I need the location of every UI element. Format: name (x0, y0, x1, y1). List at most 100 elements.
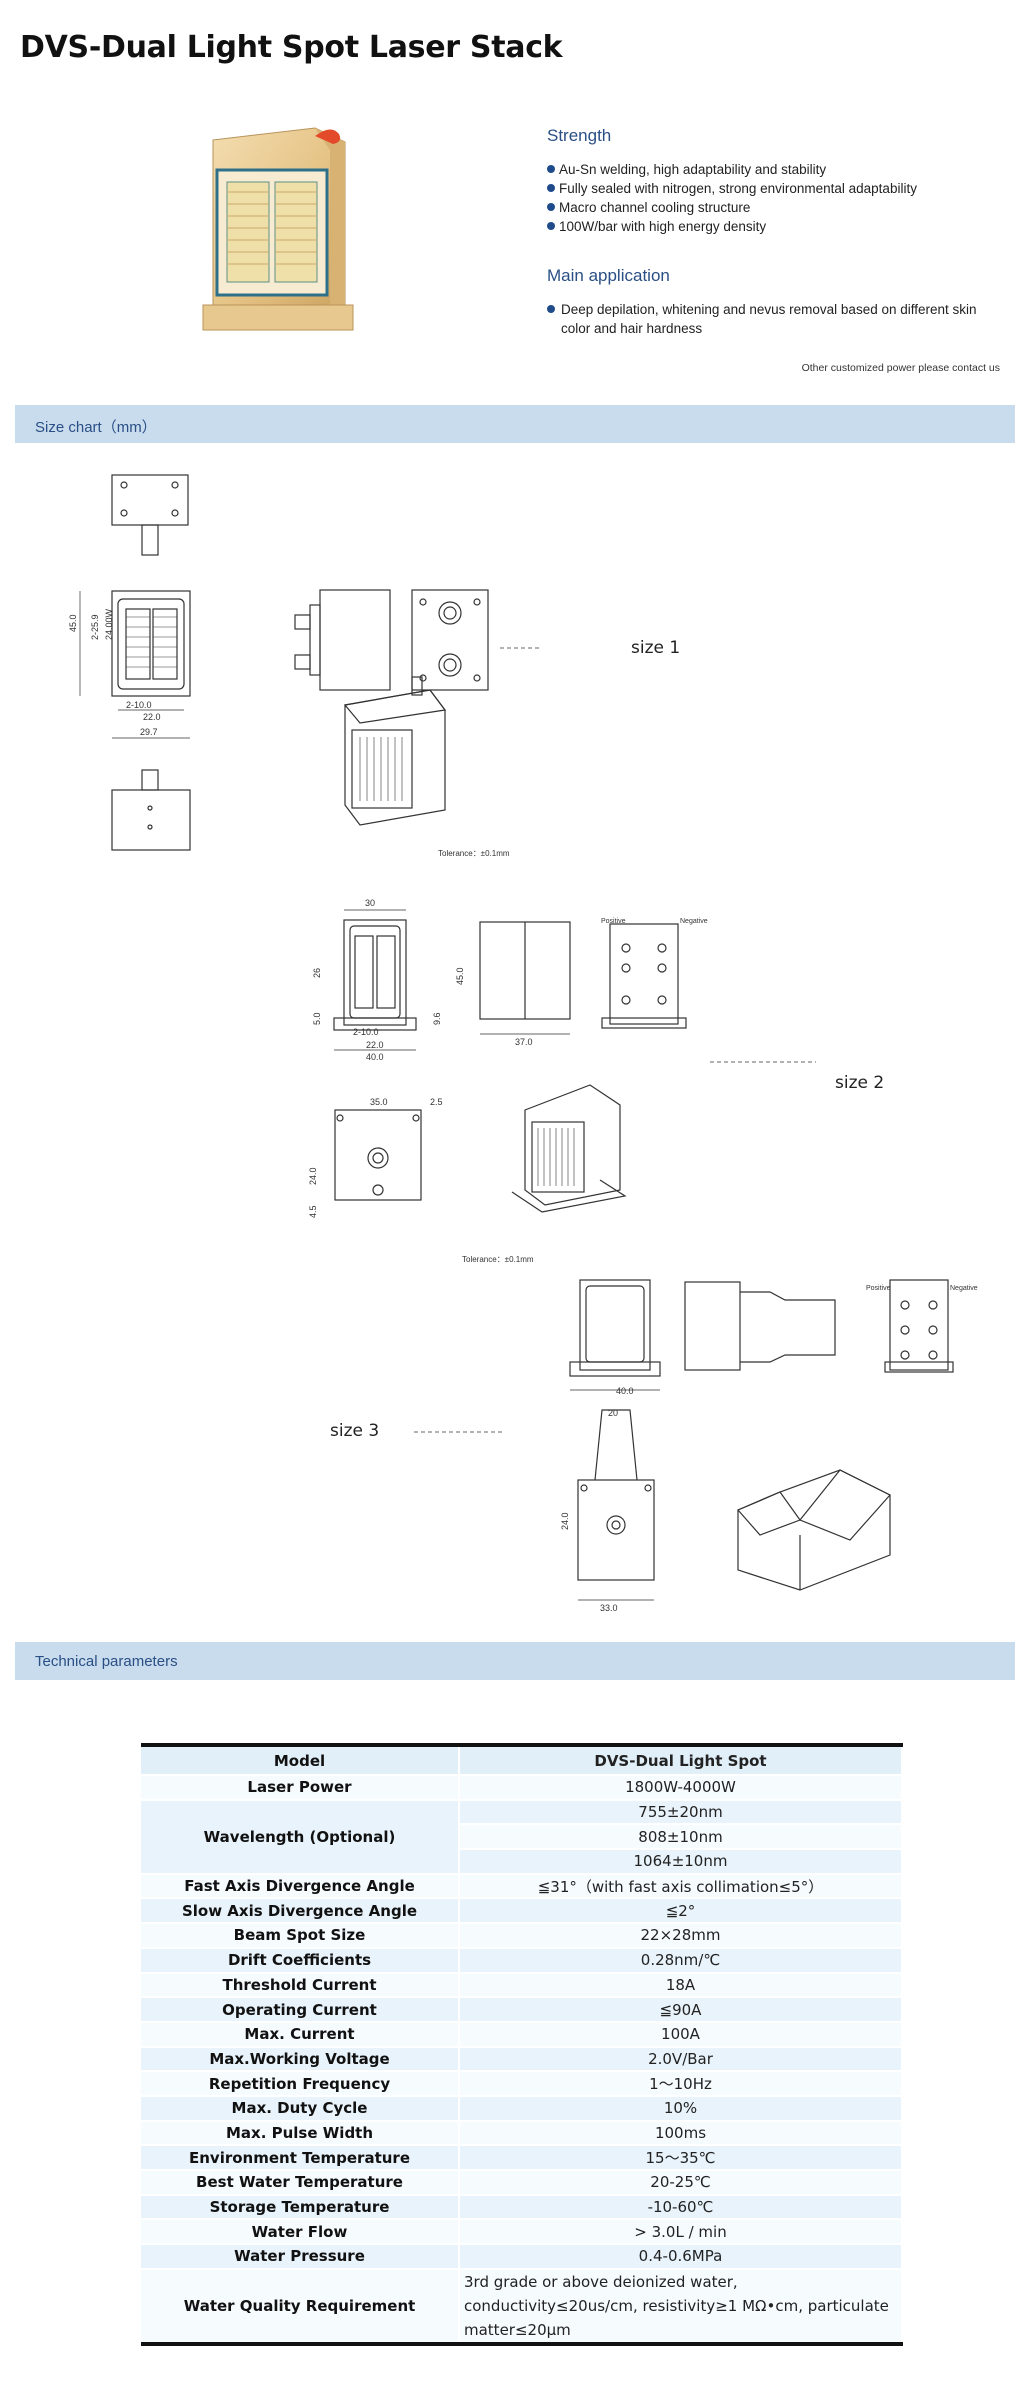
row-value: 22×28mm (459, 1923, 903, 1949)
dim-label: 20 (608, 1408, 619, 1418)
row-label: Beam Spot Size (141, 1923, 460, 1949)
tolerance-note: Tolerance：±0.1mm (462, 1255, 534, 1264)
row-value: 0.4-0.6MPa (459, 2244, 903, 2270)
table-row: Operating Current≦90A (141, 1997, 903, 2023)
header-label: Model (141, 1745, 460, 1776)
row-label: Water Flow (141, 2219, 460, 2246)
row-value: 755±20nm (459, 1799, 903, 1826)
dim-label: 40.0 (616, 1386, 634, 1396)
row-value: 18A (459, 1972, 903, 1999)
row-value: 10% (459, 2095, 903, 2122)
size-chart-heading: Size chart（mm） (35, 419, 157, 436)
row-value: 100ms (459, 2120, 903, 2147)
strength-item: 100W/bar with high energy density (547, 217, 766, 236)
size2-label: size 2 (835, 1073, 885, 1093)
strength-item: Macro channel cooling structure (547, 198, 750, 217)
row-label: Water Pressure (141, 2244, 460, 2270)
dim-label: 40.0 (366, 1052, 384, 1062)
dim-label: 30 (365, 898, 376, 908)
row-label: Operating Current (141, 1997, 460, 2023)
row-value: ≦31°（with fast axis collimation≤5°） (459, 1873, 903, 1900)
bullet-icon (547, 305, 555, 313)
table-row: Wavelength (Optional)755±20nm (141, 1799, 903, 1875)
dim-label: 24.0 (560, 1512, 570, 1530)
row-label: Max. Current (141, 2021, 460, 2048)
row-value: 15～35℃ (459, 2145, 903, 2171)
table-row: Water Flow> 3.0L / min (141, 2219, 903, 2246)
strength-item: Au-Sn welding, high adaptability and sta… (547, 160, 826, 179)
technical-heading: Technical parameters (35, 1653, 178, 1670)
bullet-icon (547, 222, 555, 230)
size-chart-band: Size chart（mm） (15, 405, 1015, 443)
dim-label: 2-10.0 (126, 700, 152, 710)
row-label: Laser Power (141, 1775, 460, 1801)
bullet-icon (547, 184, 555, 192)
row-value: ≦2° (459, 1898, 903, 1925)
row-label: Slow Axis Divergence Angle (141, 1898, 460, 1925)
dim-label: 26 (312, 967, 322, 978)
dim-label: 22.0 (143, 712, 161, 722)
row-value: 1064±10nm (459, 1849, 903, 1875)
row-label: Environment Temperature (141, 2145, 460, 2171)
application-heading: Main application (547, 266, 670, 285)
size1-label: size 1 (631, 638, 681, 658)
bullet-icon (547, 165, 555, 173)
row-label: Storage Temperature (141, 2194, 460, 2221)
strength-heading: Strength (547, 126, 612, 145)
row-label: Drift Coefficients (141, 1947, 460, 1974)
row-value: > 3.0L / min (459, 2219, 903, 2246)
dim-label: 24.00W (104, 608, 114, 640)
row-label: Wavelength (Optional) (141, 1799, 460, 1875)
negative-label: Negative (680, 918, 708, 925)
dim-label: 29.7 (140, 727, 158, 737)
table-row: 1064±10nm (141, 1849, 903, 1875)
row-value: 0.28nm/℃ (459, 1947, 903, 1974)
custom-power-note: Other customized power please contact us (801, 362, 1000, 374)
positive-label: Positive (866, 1285, 891, 1292)
technical-band: Technical parameters (15, 1642, 1015, 1680)
row-value: 1～10Hz (459, 2071, 903, 2097)
header-value: DVS-Dual Light Spot (459, 1745, 903, 1776)
dim-label: 45.0 (68, 614, 78, 632)
table-row: 808±10nm (141, 1824, 903, 1851)
table-row: Slow Axis Divergence Angle≦2° (141, 1898, 903, 1925)
application-item: Deep depilation, whitening and nevus rem… (547, 300, 977, 338)
row-value: -10-60℃ (459, 2194, 903, 2221)
dim-label: 37.0 (515, 1037, 533, 1047)
row-label: Max.Working Voltage (141, 2046, 460, 2073)
row-value: ≦90A (459, 1997, 903, 2023)
dim-label: 2.5 (430, 1097, 443, 1107)
row-label: Best Water Temperature (141, 2170, 460, 2196)
positive-label: Positive (601, 918, 626, 925)
page-title: DVS-Dual Light Spot Laser Stack (20, 30, 563, 65)
tolerance-note: Tolerance：±0.1mm (438, 849, 510, 858)
row-label: Max. Duty Cycle (141, 2095, 460, 2122)
size2-drawing (333, 909, 816, 1213)
dim-label: 2-10.0 (353, 1027, 379, 1037)
table-row: Storage Temperature-10-60℃ (141, 2194, 903, 2221)
dim-label: 35.0 (370, 1097, 388, 1107)
dim-label: 2-25.9 (90, 614, 100, 640)
dim-label: 24.0 (308, 1167, 318, 1185)
row-value: 808±10nm (459, 1824, 903, 1851)
row-label: Repetition Frequency (141, 2071, 460, 2097)
dim-label: 4.5 (308, 1205, 318, 1218)
size3-label: size 3 (330, 1421, 380, 1441)
row-label: Threshold Current (141, 1972, 460, 1999)
dim-label: 9.6 (432, 1012, 442, 1025)
size1-drawing (79, 474, 540, 851)
table-row: Fast Axis Divergence Angle≦31°（with fast… (141, 1873, 903, 1900)
row-label: Max. Pulse Width (141, 2120, 460, 2147)
row-value: 20-25℃ (459, 2170, 903, 2196)
row-label: Fast Axis Divergence Angle (141, 1873, 460, 1900)
row-label: Water Quality Requirement (141, 2268, 460, 2345)
